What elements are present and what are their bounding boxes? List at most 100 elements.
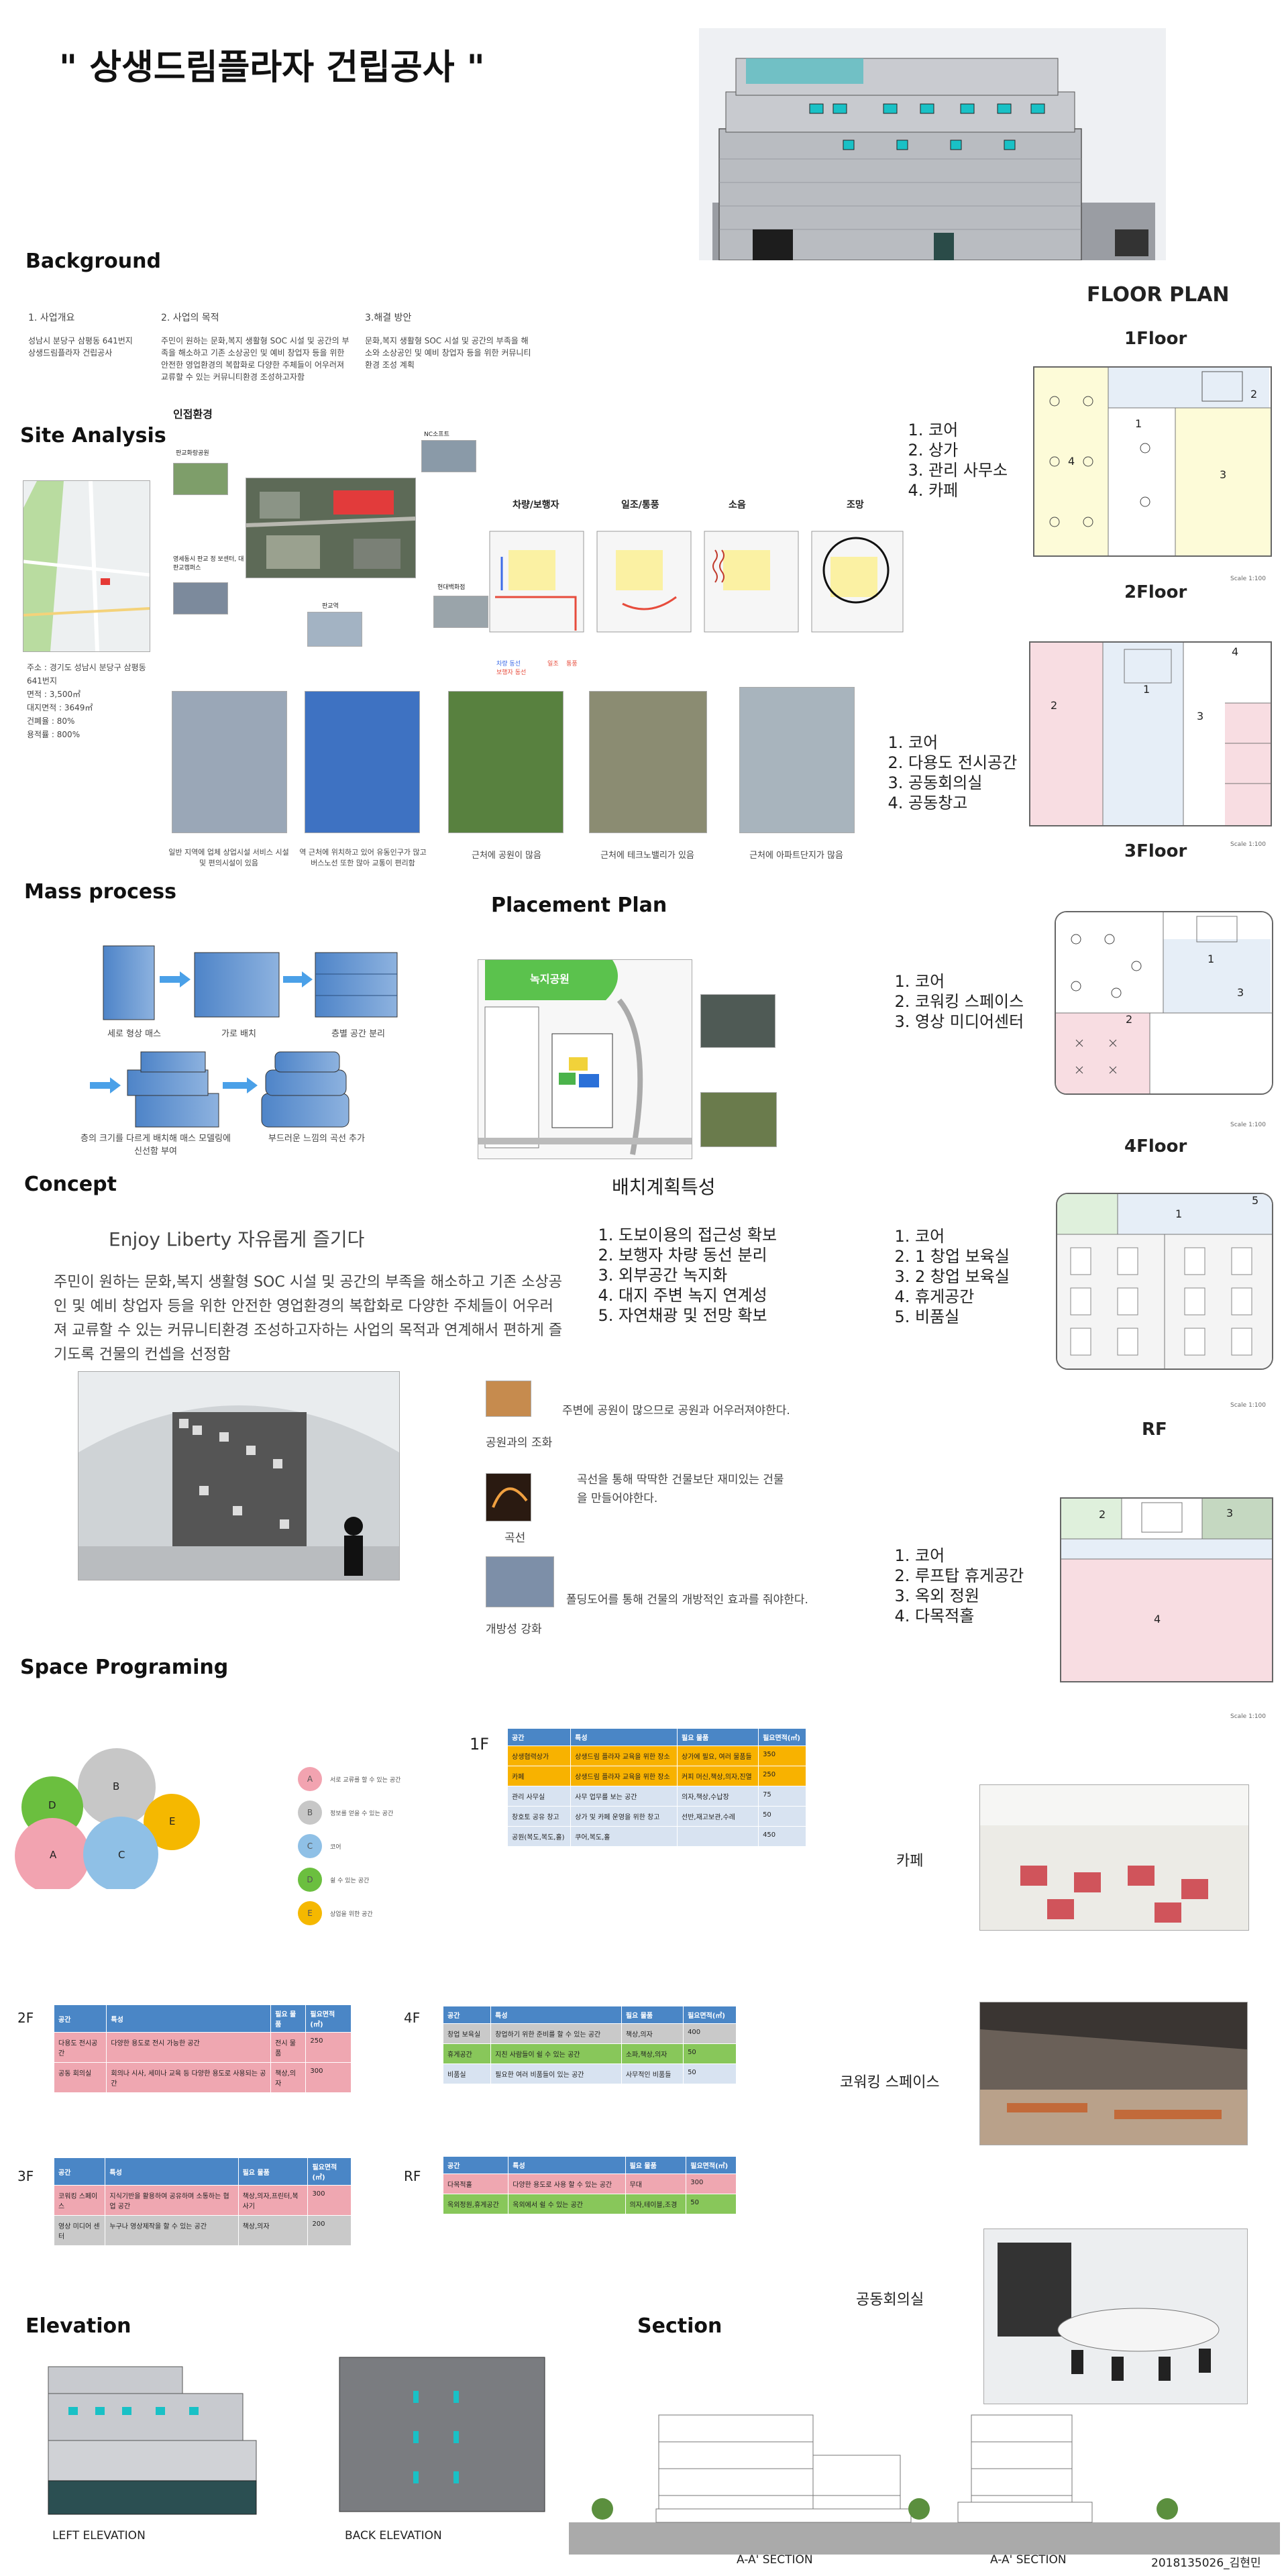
table-cell: 의자,테이블,조경 [625,2194,687,2214]
legend-pedestrian: 보행자 동선 [496,669,527,676]
floor-2-num-3: 3 [1197,710,1204,722]
placement-characteristics-title: 배치계획특성 [612,1176,716,1198]
table-cell: 300 [305,2062,352,2093]
table-header-cell: 특성 [490,2006,622,2024]
table-cell: 책상,의자 [270,2062,307,2093]
table-header-cell: 필요면적(㎡) [683,2006,737,2024]
floor-rf-item-2: 루프탑 휴게공간 [915,1566,1024,1586]
floor-rf-item-3: 옥외 정원 [915,1586,1024,1606]
table-header-cell: 공간 [53,2157,106,2186]
render-coworking [979,2002,1248,2145]
table-cell: 75 [758,1786,806,1807]
table-cell: 상생협력상가 [506,1746,572,1766]
site-photo-3 [448,691,564,833]
section-heading-section: Section [637,2314,722,2338]
placement-item-5: 자연채광 및 전망 확보 [619,1305,777,1326]
floor-3-list: 코어 코워킹 스페이스 영상 미디어센터 [885,971,1024,1032]
background-col2-text: 주민이 원하는 문화,복지 생활형 SOC 시설 및 공간의 부족을 해소하고 … [161,336,350,382]
floor-1-plan-svg [1034,368,1271,555]
table-header-cell: 필요 물품 [237,2157,309,2186]
site-photo-1 [172,691,287,833]
section-a-drawing [655,2414,912,2523]
env-photo-park [173,463,228,495]
table-cell: 창업 보육실 [442,2023,492,2044]
table-cell: 400 [683,2023,737,2044]
floor-rf-item-4: 다목적홀 [915,1606,1024,1626]
floor-rf-num-4: 4 [1154,1613,1161,1625]
analysis-sun [596,531,692,633]
table-header-cell: 공간 [53,2004,107,2033]
section-heading-space-programing: Space Programing [20,1656,229,1679]
section-heading-elevation: Elevation [25,2314,131,2338]
table-header-cell: 필요 물품 [270,2004,307,2033]
table-cell: 책상,의자,프린터,복사기 [237,2185,309,2216]
floor-2-title: 2Floor [1124,582,1187,602]
env-label-park: 판교화랑공원 [176,450,209,457]
table-header-cell: 특성 [570,1728,678,1746]
table-cell: 공원(복도,복도,홀) [506,1826,572,1847]
render-label-meeting: 공동회의실 [856,2292,924,2308]
table-cell: 누구나 영상제작을 할 수 있는 공간 [105,2215,239,2246]
site-map-svg [23,481,150,651]
floor-4-item-2: 1 창업 보육실 [915,1246,1010,1267]
table-cell: 상가에 필요, 여러 물품들 [677,1746,759,1766]
placement-characteristics-list: 도보이용의 접근성 확보 보행자 차량 동선 분리 외부공간 녹지화 대지 주변… [589,1225,777,1326]
env-photo-station [307,612,362,647]
floor-1-num-2: 2 [1250,388,1258,400]
placement-item-3: 외부공간 녹지화 [619,1265,777,1285]
legend-text-d: 쉴 수 있는 공간 [330,1877,370,1884]
floor-1-scale: Scale 1:100 [1230,576,1267,582]
placement-item-4: 대지 주변 녹지 연계성 [619,1285,777,1305]
table-cell: 쿠어,복도,홀 [570,1826,678,1847]
floor-3-num-2: 2 [1126,1013,1133,1026]
elevation-label-back: BACK ELEVATION [345,2529,442,2542]
placement-item-1: 도보이용의 접근성 확보 [619,1225,777,1245]
floor-4-item-1: 코어 [915,1226,1010,1246]
table-header-cell: 공간 [442,2006,492,2024]
table-cell: 관리 사무실 [506,1786,572,1807]
floor-4-list: 코어 1 창업 보육실 2 창업 보육실 휴게공간 비품실 [885,1226,1010,1327]
floor-rf-item-1: 코어 [915,1546,1024,1566]
table-cell: 영상 미디어 센터 [53,2215,106,2246]
aerial-photo-svg [246,478,415,578]
floor-1-item-4: 카페 [928,480,1008,500]
bubble-label-b: B [113,1780,120,1792]
table-cell: 다목적홀 [442,2174,509,2194]
floor-3-plan: 1 2 3 [1055,911,1273,1095]
floor-rf-list: 코어 루프탑 휴게공간 옥외 정원 다목적홀 [885,1546,1024,1626]
floor-2-plan-svg [1030,643,1271,825]
legend-text-c: 코어 [330,1843,341,1851]
legend-text-a: 서로 교류를 할 수 있는 공간 [330,1776,401,1784]
env-photo-nc [421,440,476,472]
table-cell: 다양한 용도로 사용 할 수 있는 공간 [508,2174,626,2194]
background-col3-text: 문화,복지 생활형 SOC 시설 및 공간의 부족을 해소와 소상공인 및 예비… [365,336,531,370]
table-cell: 필요한 여러 비품들이 있는 공간 [490,2063,622,2084]
mass-step-1 [103,945,155,1020]
table-header-cell: 특성 [105,2157,239,2186]
mass-caption-5: 부드러운 느낌의 곡선 추가 [268,1134,365,1144]
table-cell: 무대 [625,2174,687,2194]
floor-4-item-5: 비품실 [915,1307,1010,1327]
mass-step-4 [127,1051,219,1128]
table-header-cell: 공간 [506,1728,572,1746]
bubble-label-d: D [48,1799,56,1811]
table-cell: 지식기반을 활용하여 공유하며 소통하는 협업 공간 [105,2185,239,2216]
table-header-cell: 필요면적(㎡) [307,2157,352,2186]
legend-dot-e: E [298,1901,322,1925]
concept-keyword-1-text: 주변에 공원이 많으므로 공원과 어우러져야한다. [562,1404,790,1417]
table-cell: 상가 및 카페 운영을 위한 창고 [570,1806,678,1827]
table-cell: 책상,의자 [621,2023,684,2044]
site-info-area: 면적 : 3,500㎡ [27,690,81,699]
table-cell: 50 [758,1806,806,1827]
floor-1-title: 1Floor [1124,329,1187,349]
legend-dot-c: C [298,1834,322,1858]
floor-2-num-4: 4 [1232,645,1239,658]
table-header-cell: 필요면적(㎡) [758,1728,806,1746]
